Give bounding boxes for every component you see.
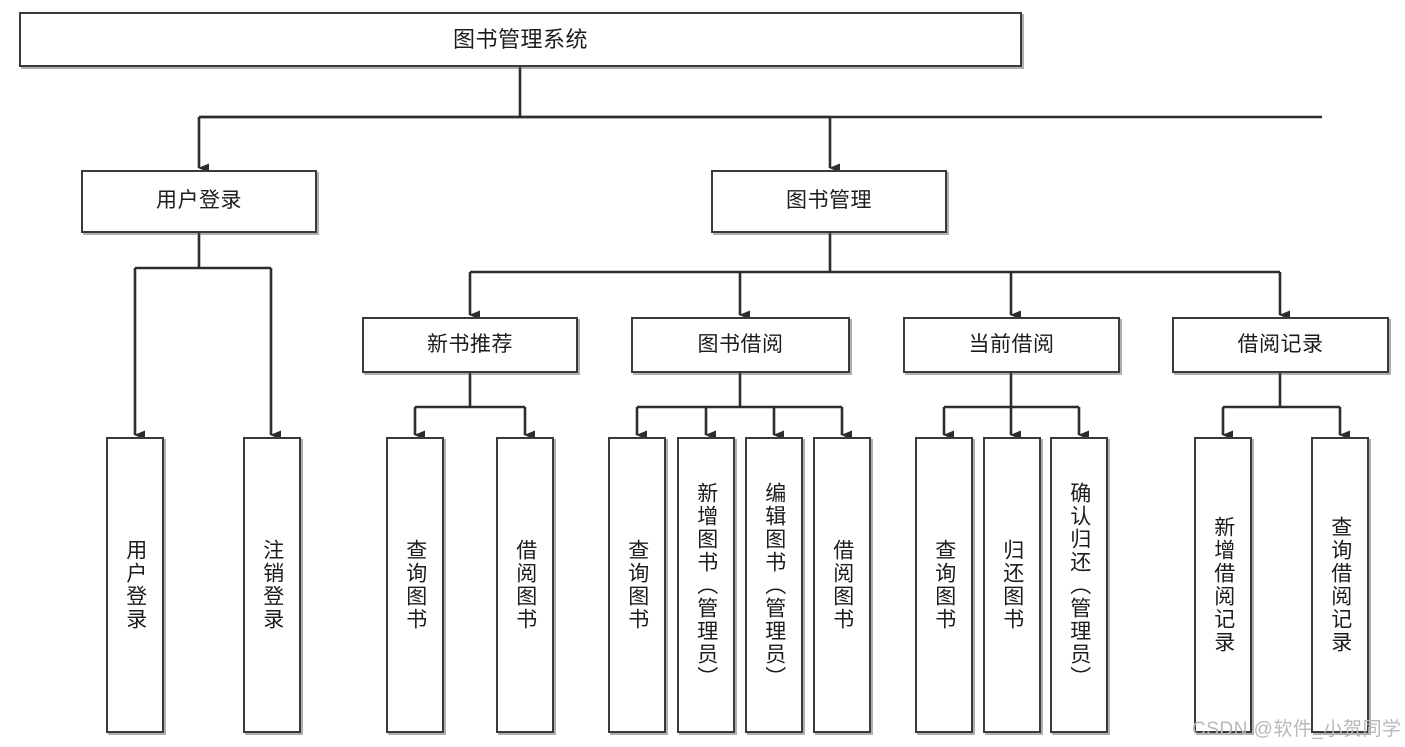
node-root-system[interactable]: 图书管理系统 bbox=[19, 12, 1022, 67]
node-label: 图书管理 bbox=[786, 189, 872, 213]
node-label: 新书推荐 bbox=[427, 332, 513, 356]
node-label: 编辑图书（管理员） bbox=[762, 481, 786, 689]
leaf-query-book-borrow[interactable]: 查询图书 bbox=[608, 437, 666, 733]
node-label: 查询图书 bbox=[932, 539, 956, 631]
leaf-query-book-current[interactable]: 查询图书 bbox=[915, 437, 973, 733]
leaf-confirm-return-admin[interactable]: 确认归还（管理员） bbox=[1050, 437, 1108, 733]
watermark-text: CSDN @软件_小贺同学 bbox=[1192, 719, 1402, 740]
node-label: 注销登录 bbox=[260, 539, 284, 631]
node-label: 借阅图书 bbox=[830, 539, 854, 631]
node-label: 用户登录 bbox=[123, 539, 147, 631]
node-label: 图书借阅 bbox=[697, 332, 784, 356]
node-label: 借阅图书 bbox=[513, 539, 537, 631]
node-new-book-recommend[interactable]: 新书推荐 bbox=[362, 317, 578, 373]
node-label: 新增图书（管理员） bbox=[694, 481, 718, 689]
node-label: 确认归还（管理员） bbox=[1067, 481, 1091, 689]
node-label: 查询图书 bbox=[403, 539, 427, 631]
node-label: 当前借阅 bbox=[968, 332, 1055, 356]
leaf-edit-book-admin[interactable]: 编辑图书（管理员） bbox=[745, 437, 803, 733]
node-label: 借阅记录 bbox=[1237, 332, 1324, 356]
leaf-logout[interactable]: 注销登录 bbox=[243, 437, 301, 733]
node-label: 查询图书 bbox=[625, 539, 649, 631]
leaf-borrow-book-recommend[interactable]: 借阅图书 bbox=[496, 437, 554, 733]
node-user-login[interactable]: 用户登录 bbox=[81, 170, 317, 233]
leaf-add-book-admin[interactable]: 新增图书（管理员） bbox=[677, 437, 735, 733]
leaf-query-borrow-record[interactable]: 查询借阅记录 bbox=[1311, 437, 1369, 733]
node-label: 图书管理系统 bbox=[452, 26, 588, 52]
node-label: 查询借阅记录 bbox=[1328, 516, 1352, 654]
node-current-borrow[interactable]: 当前借阅 bbox=[903, 317, 1120, 373]
leaf-add-borrow-record[interactable]: 新增借阅记录 bbox=[1194, 437, 1252, 733]
node-label: 用户登录 bbox=[156, 189, 242, 213]
leaf-return-book[interactable]: 归还图书 bbox=[983, 437, 1041, 733]
leaf-user-login[interactable]: 用户登录 bbox=[106, 437, 164, 733]
leaf-query-book-recommend[interactable]: 查询图书 bbox=[386, 437, 444, 733]
node-label: 归还图书 bbox=[1000, 539, 1024, 631]
node-book-management[interactable]: 图书管理 bbox=[711, 170, 947, 233]
node-book-borrow[interactable]: 图书借阅 bbox=[631, 317, 850, 373]
node-borrow-records[interactable]: 借阅记录 bbox=[1172, 317, 1389, 373]
leaf-borrow-book[interactable]: 借阅图书 bbox=[813, 437, 871, 733]
node-label: 新增借阅记录 bbox=[1211, 516, 1235, 654]
